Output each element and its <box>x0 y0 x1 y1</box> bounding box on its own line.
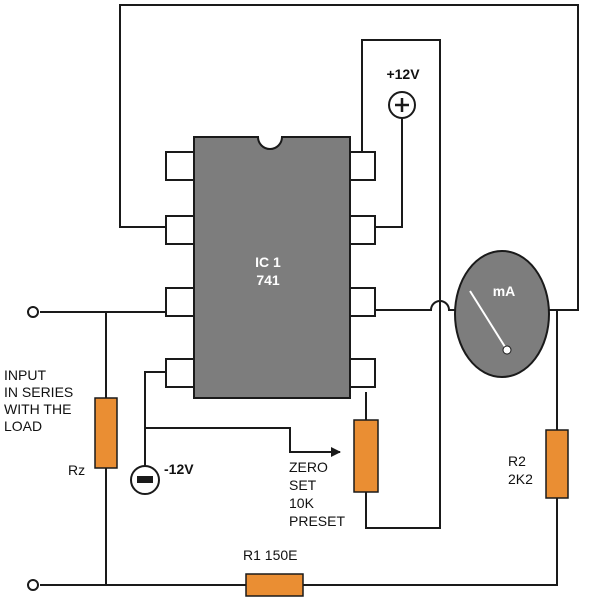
plus12-wire <box>375 118 403 228</box>
r1-label: R1 150E <box>243 547 297 563</box>
meter-label: mA <box>493 283 516 299</box>
r2-label: R2 2K2 <box>508 453 533 487</box>
preset-10k <box>353 419 379 493</box>
ic-pin-6 <box>346 287 376 317</box>
resistor-r1 <box>245 573 304 597</box>
positive-supply: +12V <box>386 66 420 119</box>
r2-label-line2: 2K2 <box>508 471 533 487</box>
feedback-wire <box>119 4 579 310</box>
ic-pin-2 <box>165 215 195 245</box>
input-terminal-bottom <box>27 579 39 591</box>
input-terminal-top <box>27 306 39 318</box>
ic-body <box>193 136 351 399</box>
positive-supply-label: +12V <box>386 66 420 82</box>
input-label-line4: LOAD <box>4 418 42 434</box>
r2-label-line1: R2 <box>508 453 526 469</box>
ic-pin-4 <box>165 358 195 388</box>
r2-ground-wire <box>303 498 558 586</box>
ic-pin-5 <box>346 358 376 388</box>
ic-label-line2: 741 <box>256 272 280 288</box>
meter-needle <box>469 290 508 351</box>
milliammeter: mA <box>454 250 550 378</box>
meter-body <box>454 250 550 378</box>
ic-pin-3 <box>165 287 195 317</box>
ic-label-line1: IC 1 <box>255 254 281 270</box>
output-wire <box>375 300 460 311</box>
preset-label: ZERO SET 10K PRESET <box>289 459 345 529</box>
negative-supply-label: -12V <box>164 461 194 477</box>
input-label-line1: INPUT <box>4 367 46 383</box>
input-label: INPUT IN SERIES WITH THE LOAD <box>4 367 73 434</box>
meter-r2-wire <box>548 307 579 311</box>
preset-label-line2: SET <box>289 477 317 493</box>
resistor-r2 <box>545 429 569 499</box>
ic-741: IC 1 741 <box>165 136 376 399</box>
ic-pin-8 <box>346 151 376 181</box>
minus-icon-bar <box>137 476 153 483</box>
supply-loop-wire <box>361 39 441 529</box>
ic-pin-7 <box>346 215 376 245</box>
preset-label-line4: PRESET <box>289 513 345 529</box>
rz-label: Rz <box>68 462 85 478</box>
resistor-rz <box>94 397 118 469</box>
preset-label-line1: ZERO <box>289 459 328 475</box>
wiring <box>40 4 579 586</box>
input-label-line3: WITH THE <box>4 401 71 417</box>
negative-supply: -12V <box>130 461 194 495</box>
meter-pivot <box>502 345 512 355</box>
wiper-wire <box>145 427 341 457</box>
preset-label-line3: 10K <box>289 495 315 511</box>
ic-pin-1 <box>165 151 195 181</box>
input-label-line2: IN SERIES <box>4 384 73 400</box>
